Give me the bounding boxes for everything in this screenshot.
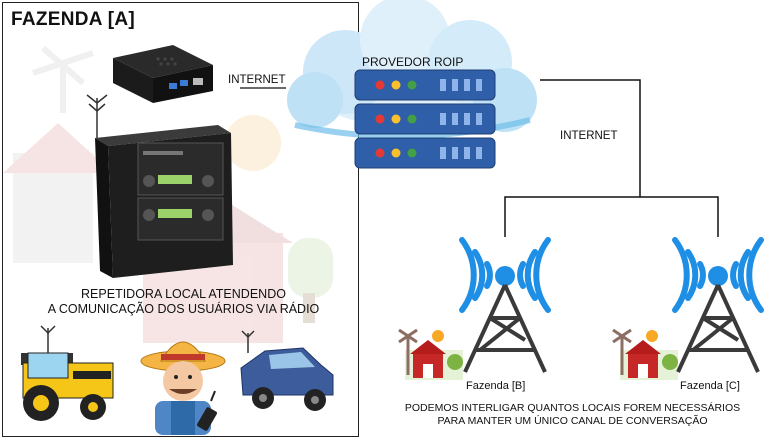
repeater-antenna xyxy=(86,94,108,138)
server-leds xyxy=(375,80,417,158)
roip-server-stack xyxy=(354,69,496,169)
antenna-tip-b xyxy=(495,266,515,286)
signal-waves-b xyxy=(459,237,551,313)
farm-a-title: FAZENDA [A] xyxy=(11,9,135,30)
tower-c xyxy=(612,237,764,380)
internet-label-left: INTERNET xyxy=(228,74,286,86)
farm-c-label: Fazenda [C] xyxy=(680,380,740,392)
handheld-radio xyxy=(197,390,217,431)
pickup-truck-illustration xyxy=(240,330,334,411)
farm-c-scene xyxy=(612,328,678,380)
farm-b-label: Fazenda [B] xyxy=(466,380,526,392)
footer-note-line1: PODEMOS INTERLIGAR QUANTOS LOCAIS FOREM … xyxy=(404,402,741,414)
farm-a-illustration xyxy=(3,45,334,435)
internet-label-right: INTERNET xyxy=(560,130,618,142)
repeater-cabinet xyxy=(95,125,233,278)
repeater-caption-line2: A COMUNICAÇÃO DOS USUÁRIOS VIA RÁDIO xyxy=(47,302,320,316)
footer-note-line2: PARA MANTER UM ÚNICO CANAL DE CONVERSAÇÃ… xyxy=(437,415,708,427)
farm-b-scene xyxy=(398,328,463,380)
tractor-illustration xyxy=(21,325,114,421)
farmer-illustration xyxy=(140,341,226,435)
roip-gateway-device xyxy=(113,45,213,103)
tower-b xyxy=(398,237,551,380)
cloud-label: PROVEDOR ROIP xyxy=(362,55,464,69)
internet-link-right xyxy=(504,79,719,237)
repeater-caption-line1: REPETIDORA LOCAL ATENDENDO xyxy=(81,287,286,301)
antenna-tip-c xyxy=(708,266,728,286)
signal-waves-c xyxy=(672,237,764,313)
farm-a-panel: FAZENDA [A] REPETIDORA LOCAL ATENDENDO A… xyxy=(2,2,359,437)
